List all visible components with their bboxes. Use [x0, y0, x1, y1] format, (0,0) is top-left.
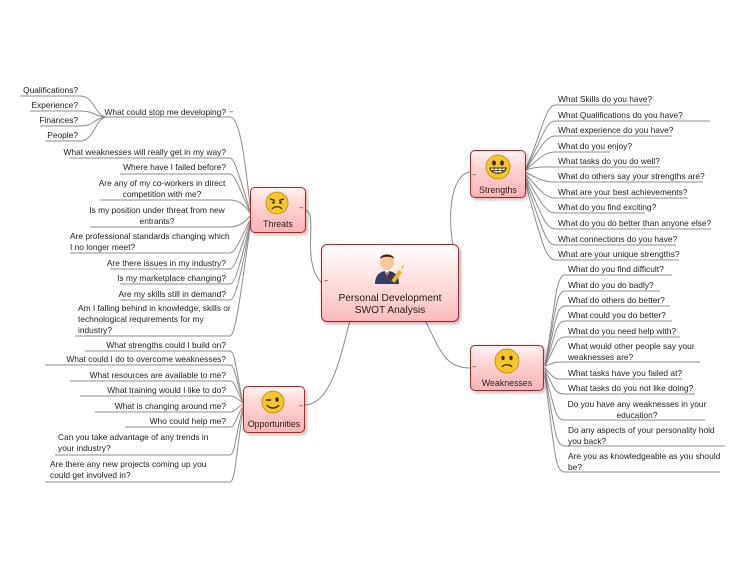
- stop-item-experience[interactable]: Experience?: [31, 100, 78, 110]
- weaknesses-item[interactable]: What tasks do you not like doing?: [568, 383, 694, 393]
- person-icon: [371, 250, 407, 286]
- threats-item[interactable]: Are there issues in my industry?: [106, 258, 226, 268]
- threats-node[interactable]: Threats: [250, 187, 306, 233]
- weaknesses-item[interactable]: What do you do badly?: [568, 280, 654, 290]
- weaknesses-item[interactable]: What tasks have you failed at?: [568, 368, 683, 378]
- weaknesses-item[interactable]: What could you do better?: [568, 310, 666, 320]
- opportunities-item[interactable]: What could I do to overcome weaknesses?: [66, 354, 226, 364]
- threats-collapse-toggle[interactable]: –: [299, 203, 304, 213]
- weaknesses-item[interactable]: Do any aspects of your personality hold …: [568, 425, 715, 446]
- weaknesses-label: Weaknesses: [481, 378, 533, 388]
- strengths-item[interactable]: What are your unique strengths?: [558, 249, 680, 259]
- strengths-item[interactable]: What are your best achievements?: [558, 187, 688, 197]
- threats-item[interactable]: Are any of my co-workers in direct compe…: [98, 178, 226, 199]
- central-topic[interactable]: Personal Development SWOT Analysis: [321, 244, 459, 322]
- strengths-item[interactable]: What do you do better than anyone else?: [558, 218, 712, 228]
- grinning-face-icon: [485, 154, 511, 180]
- central-title-line2: SWOT Analysis: [354, 305, 426, 316]
- worried-face-icon: [265, 191, 289, 215]
- central-collapse-toggle[interactable]: –: [324, 276, 329, 286]
- weaknesses-item[interactable]: Are you as knowledgeable as you should b…: [568, 451, 721, 472]
- weaknesses-item[interactable]: What do you need help with?: [568, 326, 677, 336]
- strengths-collapse-toggle[interactable]: –: [472, 170, 477, 180]
- strengths-item[interactable]: What do you find exciting?: [558, 202, 657, 212]
- strengths-item[interactable]: What experience do you have?: [558, 125, 674, 135]
- opportunities-collapse-toggle[interactable]: –: [299, 401, 304, 411]
- sad-face-icon: [494, 348, 520, 374]
- weaknesses-item[interactable]: Do you have any weaknesses in your educa…: [567, 399, 707, 420]
- strengths-item[interactable]: What Qualifications do you have?: [558, 110, 683, 120]
- opportunities-item[interactable]: Are there any new projects coming up you…: [50, 459, 207, 480]
- threats-item[interactable]: What weaknesses will really get in my wa…: [63, 147, 226, 157]
- strengths-label: Strengths: [479, 185, 517, 195]
- stop-item-qualifications[interactable]: Qualifications?: [23, 85, 78, 95]
- weaknesses-item[interactable]: What would other people say your weaknes…: [568, 341, 695, 362]
- strengths-item[interactable]: What Skills do you have?: [558, 94, 653, 104]
- opportunities-label: Opportunities: [247, 419, 301, 429]
- strengths-item[interactable]: What connections do you have?: [558, 234, 678, 244]
- winking-face-icon: [261, 390, 285, 414]
- threats-label: Threats: [263, 219, 293, 229]
- stop-item-people[interactable]: People?: [47, 130, 78, 140]
- strengths-item[interactable]: What tasks do you do well?: [558, 156, 660, 166]
- threats-item[interactable]: Is my marketplace changing?: [117, 273, 226, 283]
- weaknesses-collapse-toggle[interactable]: –: [472, 362, 477, 372]
- opportunities-item[interactable]: What training would I like to do?: [107, 385, 226, 395]
- opportunities-item[interactable]: What strengths could I build on?: [106, 340, 226, 350]
- threats-stop-collapse-toggle[interactable]: –: [229, 107, 234, 117]
- threats-item[interactable]: Is my position under threat from new ent…: [89, 205, 225, 226]
- opportunities-item[interactable]: Can you take advantage of any trends in …: [58, 432, 209, 453]
- stop-item-finances[interactable]: Finances?: [39, 115, 78, 125]
- strengths-item[interactable]: What do others say your strengths are?: [558, 171, 705, 181]
- threats-item[interactable]: Are my skills still in demand?: [118, 289, 226, 299]
- threats-item[interactable]: Am I falling behind in knowledge, skills…: [78, 303, 231, 335]
- strengths-node[interactable]: Strengths: [470, 150, 526, 198]
- weaknesses-item[interactable]: What do you find difficult?: [568, 264, 664, 274]
- threats-item[interactable]: Where have I failed before?: [123, 162, 226, 172]
- opportunities-item[interactable]: What is changing around me?: [114, 401, 226, 411]
- strengths-item[interactable]: What do you enjoy?: [558, 141, 633, 151]
- central-title-line1: Personal Development: [338, 293, 442, 304]
- weaknesses-node[interactable]: Weaknesses: [470, 345, 544, 391]
- threats-stop-item[interactable]: What could stop me developing?: [104, 107, 226, 117]
- opportunities-node[interactable]: Opportunities: [243, 386, 305, 433]
- threats-item[interactable]: Are professional standards changing whic…: [70, 231, 230, 252]
- weaknesses-item[interactable]: What do others do better?: [568, 295, 665, 305]
- opportunities-item[interactable]: What resources are available to me?: [89, 370, 226, 380]
- opportunities-item[interactable]: Who could help me?: [149, 416, 226, 426]
